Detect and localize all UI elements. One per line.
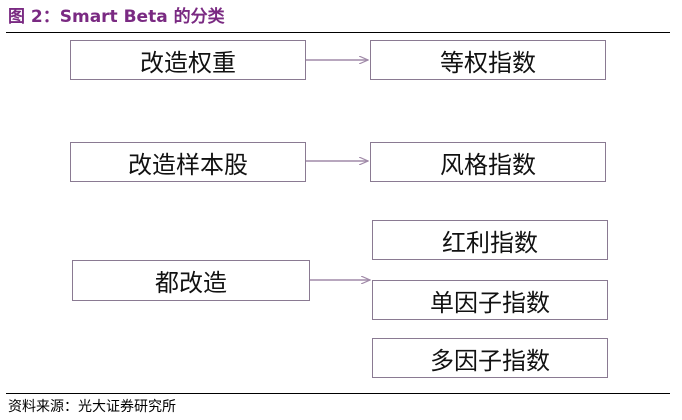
node-label: 风格指数 [440,150,536,179]
figure-title: 图 2：Smart Beta 的分类 [8,7,225,27]
node-label: 改造权重 [140,48,236,77]
node-resample: 改造样本股 [70,142,306,182]
node-both: 都改造 [72,260,310,301]
node-label: 等权指数 [440,48,536,77]
node-label: 红利指数 [442,228,538,257]
node-label: 多因子指数 [430,346,550,375]
bottom-rule [6,393,670,394]
node-equal-weight: 等权指数 [370,40,606,80]
source-note: 资料来源：光大证券研究所 [8,399,176,415]
node-single-factor: 单因子指数 [372,280,608,320]
node-label: 单因子指数 [430,288,550,317]
node-multi-factor: 多因子指数 [372,338,608,378]
node-dividend: 红利指数 [372,220,608,260]
node-label: 改造样本股 [128,150,248,179]
node-label: 都改造 [155,269,227,297]
node-style: 风格指数 [370,142,606,182]
top-rule [6,32,670,33]
node-reweight: 改造权重 [70,40,306,80]
